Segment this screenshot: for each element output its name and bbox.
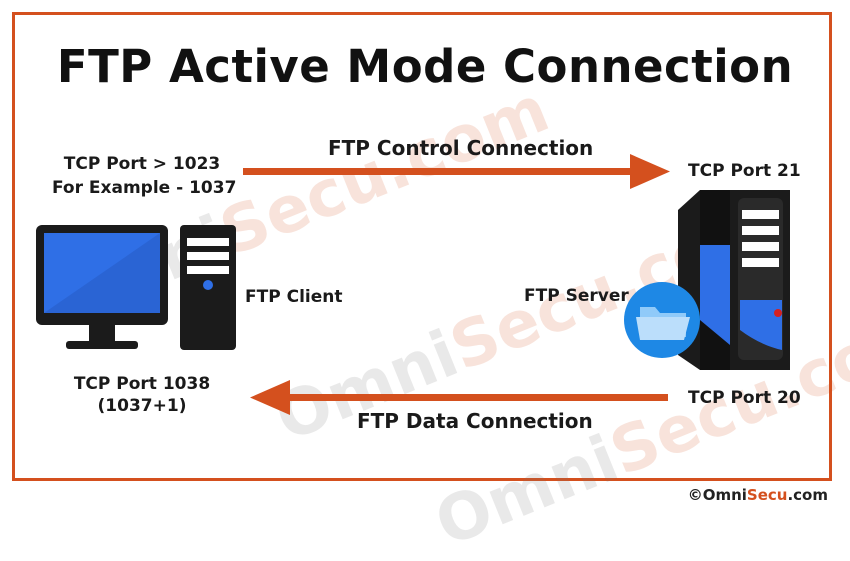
diagram-title: FTP Active Mode Connection (56, 40, 794, 93)
ftp-server-label: FTP Server (524, 286, 629, 306)
data-connection-label: FTP Data Connection (357, 409, 593, 433)
server-tower-icon (678, 190, 790, 370)
server-data-port: TCP Port 20 (688, 388, 801, 408)
footer-credit: ©OmniSecu.com (687, 486, 828, 504)
folder-icon (624, 282, 700, 358)
pc-tower-icon (180, 225, 236, 350)
diagram-graphics (36, 154, 790, 415)
control-connection-label: FTP Control Connection (328, 136, 594, 160)
client-port-top: TCP Port > 1023 For Example - 1037 (52, 154, 237, 198)
control-connection-arrow (243, 154, 670, 189)
ftp-client-label: FTP Client (245, 287, 343, 307)
diagram-frame (12, 12, 832, 481)
data-connection-arrow (250, 380, 668, 415)
server-control-port: TCP Port 21 (688, 161, 801, 181)
desktop-monitor-icon (36, 225, 168, 349)
client-port-bottom: TCP Port 1038 (1037+1) (73, 374, 211, 416)
